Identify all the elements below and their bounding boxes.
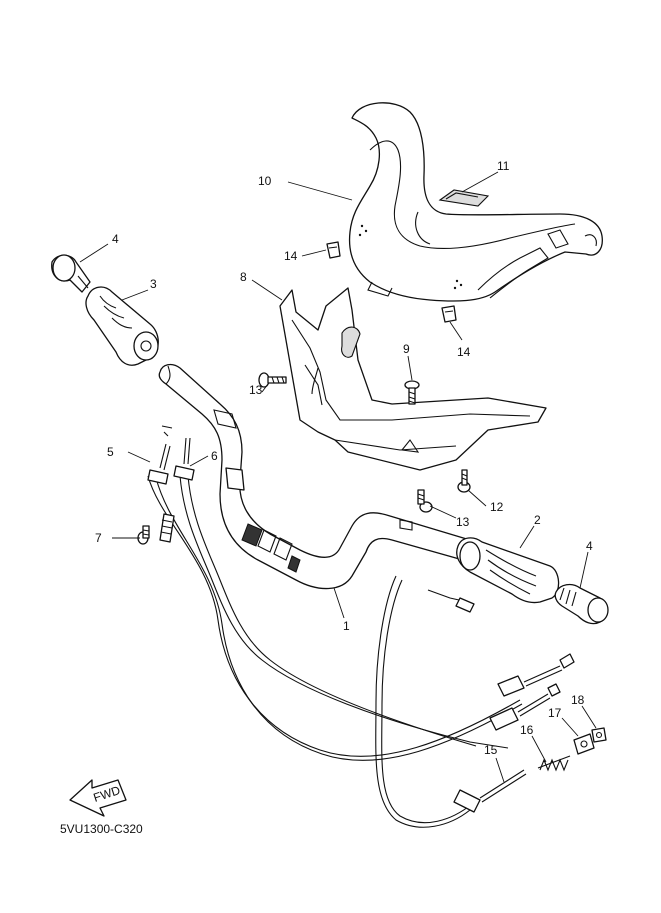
screw-9 [404,380,420,405]
callout-7: 7 [95,531,102,545]
callout-8: 8 [240,270,247,284]
spring [537,755,571,772]
callout-15: 15 [484,743,498,757]
callout-5: 5 [107,445,114,459]
callout-14-left: 14 [284,249,298,263]
callout-9: 9 [403,342,410,356]
upper-handlebar-cover [348,102,603,302]
callout-4-left: 4 [112,232,119,246]
grip-end-left [51,254,91,293]
adjuster-nut [591,727,607,743]
callout-18: 18 [571,693,585,707]
screw-7 [137,525,150,545]
adjuster-lower [489,683,561,731]
lower-handlebar-cover [279,287,547,471]
throttle-cable-right [159,437,509,749]
screw-13-right [417,489,433,513]
callout-10: 10 [258,174,272,188]
callout-6: 6 [211,449,218,463]
speed-nut-clip-left [326,241,341,259]
adjuster-upper [497,653,575,697]
callout-4-right: 4 [586,539,593,553]
grip-end-right [554,583,609,625]
callout-2: 2 [534,513,541,527]
handlebar [158,363,471,590]
cable-holder [573,733,595,755]
callout-14-right: 14 [457,345,471,359]
screw-12 [457,469,471,493]
callout-labels: 1 2 3 4 4 5 6 7 8 9 10 11 12 13 13 14 14… [95,159,593,757]
cable-15 [375,575,527,828]
callout-17: 17 [548,706,562,720]
callout-13-right: 13 [456,515,470,529]
throttle-grip [456,537,560,604]
throttle-cable-left [147,425,523,761]
callout-16: 16 [520,723,534,737]
diagram-code: 5VU1300-C320 [60,822,143,836]
fwd-arrow: FWD [69,779,127,817]
callout-13-left: 13 [249,383,263,397]
callout-3: 3 [150,277,157,291]
speed-nut-clip-right [441,305,457,323]
screw-13-left [258,372,287,388]
callout-1: 1 [343,619,350,633]
leader-lines [79,171,597,783]
emblem [438,189,490,207]
callout-11: 11 [497,159,510,173]
left-grip [85,286,159,366]
callout-12: 12 [490,500,504,514]
